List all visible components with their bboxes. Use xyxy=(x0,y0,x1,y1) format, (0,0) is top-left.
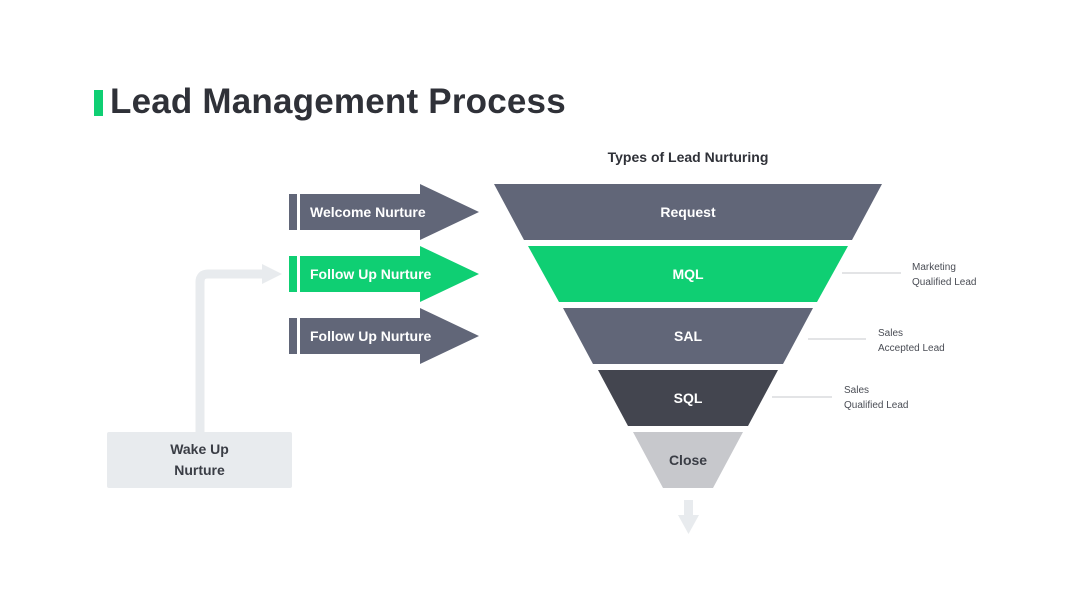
stage-note-line: Accepted Lead xyxy=(878,343,945,354)
funnel-subtitle: Types of Lead Nurturing xyxy=(607,149,769,165)
stage-note-line: Qualified Lead xyxy=(912,277,977,288)
funnel-stage: Close xyxy=(633,432,743,488)
arrow-label: Follow Up Nurture xyxy=(310,266,432,282)
funnel-label: Request xyxy=(660,204,716,220)
funnel-label: SAL xyxy=(674,328,702,344)
funnel-stage: Request xyxy=(494,184,882,240)
page-title: Lead Management Process xyxy=(110,82,566,121)
arrow-tab xyxy=(289,256,297,292)
funnel-segment xyxy=(598,370,778,426)
funnel-segment xyxy=(563,308,813,364)
arrow-body xyxy=(300,184,479,240)
arrow-tab xyxy=(289,318,297,354)
wake-up-connector xyxy=(195,264,282,432)
funnel-stage: MQL xyxy=(528,246,848,302)
funnel-segment xyxy=(494,184,882,240)
funnel-label: MQL xyxy=(672,266,704,282)
nurture-arrow: Follow Up Nurture xyxy=(289,308,479,364)
wake-up-line1: Wake Up xyxy=(170,441,229,457)
connector-arrowhead-icon xyxy=(262,264,282,284)
arrow-body xyxy=(300,308,479,364)
nurture-arrow: Follow Up Nurture xyxy=(289,246,479,302)
arrow-label: Follow Up Nurture xyxy=(310,328,432,344)
funnel-segment xyxy=(528,246,848,302)
nurture-arrow: Welcome Nurture xyxy=(289,184,479,240)
down-arrow-icon xyxy=(678,500,699,534)
wake-up-nurture-box: Wake Up Nurture xyxy=(107,432,292,488)
stage-note-line: Sales xyxy=(878,328,904,339)
stage-note-line: Sales xyxy=(844,385,870,396)
funnel-stage: SAL xyxy=(563,308,813,364)
funnel-segment xyxy=(633,432,743,488)
funnel-label: Close xyxy=(669,452,707,468)
wake-up-line2: Nurture xyxy=(174,462,225,478)
arrow-tab xyxy=(289,194,297,230)
arrow-body xyxy=(300,246,479,302)
funnel-stage: SQL xyxy=(598,370,778,426)
stage-note-line: Marketing xyxy=(912,262,956,273)
arrow-label: Welcome Nurture xyxy=(310,204,426,220)
stage-note-line: Qualified Lead xyxy=(844,400,909,411)
title-accent-bar xyxy=(94,90,103,116)
funnel-label: SQL xyxy=(674,390,703,406)
